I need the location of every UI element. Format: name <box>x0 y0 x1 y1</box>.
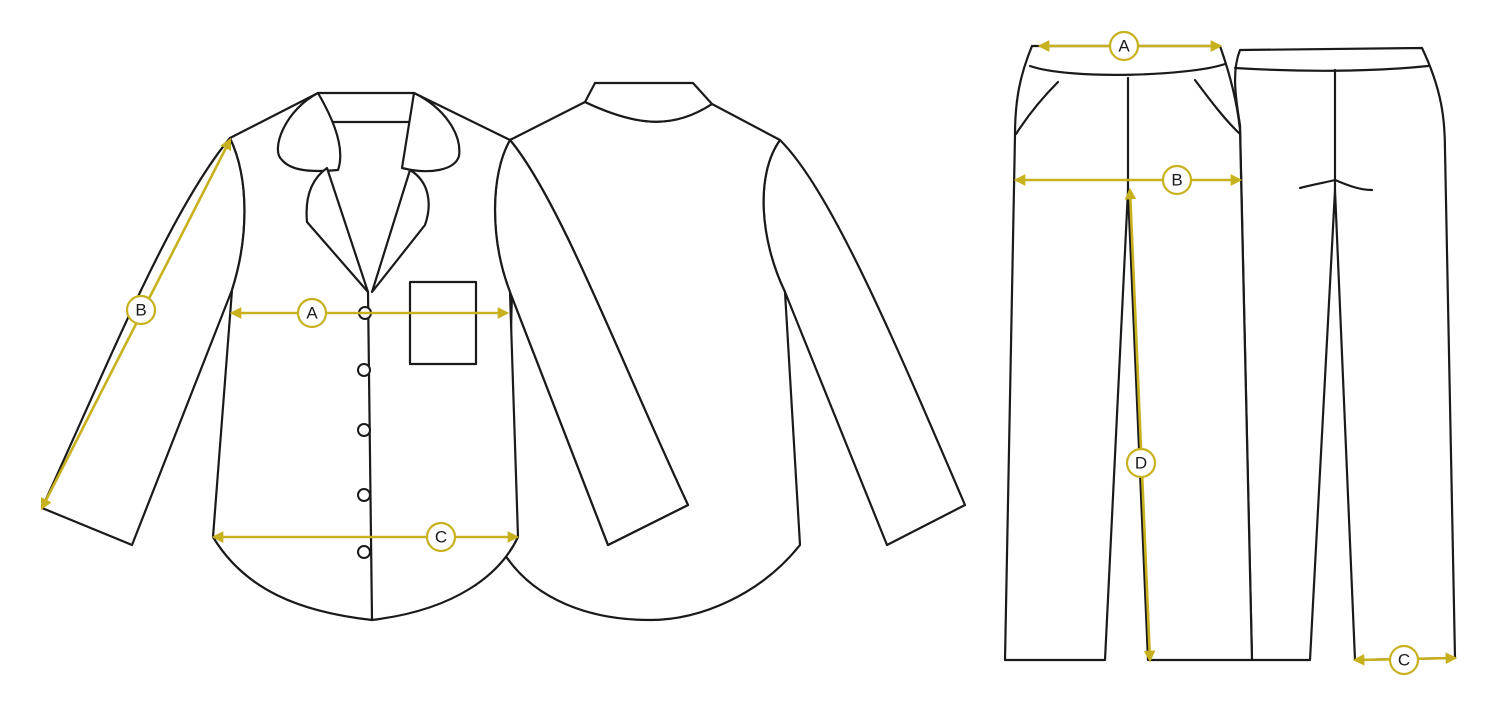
shirt-button <box>357 363 371 377</box>
pants-measure-label-b: B <box>1161 164 1193 196</box>
label-badge <box>425 521 457 553</box>
shirt-button <box>357 423 371 437</box>
label-badge <box>1125 447 1157 479</box>
label-letter: C <box>1398 651 1410 670</box>
shirt-front-left-sleeve <box>40 136 246 547</box>
pants-inseam-measure-line <box>1124 187 1156 663</box>
shirt-chest-pocket <box>408 280 478 366</box>
shirt-left-lapel <box>305 166 370 294</box>
pants-left-pocket <box>1014 80 1060 136</box>
shirt-back-collar <box>583 81 714 123</box>
shirt-button <box>357 545 371 559</box>
label-letter: C <box>435 528 447 547</box>
label-badge <box>296 297 328 329</box>
pants-back-crotch-line <box>1298 178 1374 192</box>
label-badge <box>1161 164 1193 196</box>
shirt-right-collar <box>400 91 461 173</box>
label-letter: A <box>306 304 318 323</box>
label-letter: D <box>1135 454 1147 473</box>
shirt-front-body <box>211 91 520 622</box>
shirt-placket-line <box>366 290 374 622</box>
label-badge <box>125 294 157 326</box>
pants-back-view <box>1233 46 1457 662</box>
label-badge <box>1108 30 1140 62</box>
shirt-left-collar <box>276 91 342 173</box>
pants-measure-label-c: C <box>1388 644 1420 676</box>
pants-front-view <box>1003 44 1254 662</box>
shirt-measure-label-c: C <box>425 521 457 553</box>
pants-measure-label-d: D <box>1125 447 1157 479</box>
label-letter: B <box>1171 171 1182 190</box>
pants-measure-label-a: A <box>1108 30 1140 62</box>
shirt-right-lapel <box>370 168 430 294</box>
label-letter: B <box>135 301 146 320</box>
label-badge <box>1388 644 1420 676</box>
pants-front-waistband-line <box>1028 62 1227 76</box>
pants-right-pocket <box>1193 78 1242 136</box>
pants-back-body <box>1233 46 1457 662</box>
shirt-measure-label-b: B <box>125 294 157 326</box>
shirt-measure-label-a: A <box>296 297 328 329</box>
shirt-button <box>357 488 371 502</box>
label-letter: A <box>1118 37 1130 56</box>
